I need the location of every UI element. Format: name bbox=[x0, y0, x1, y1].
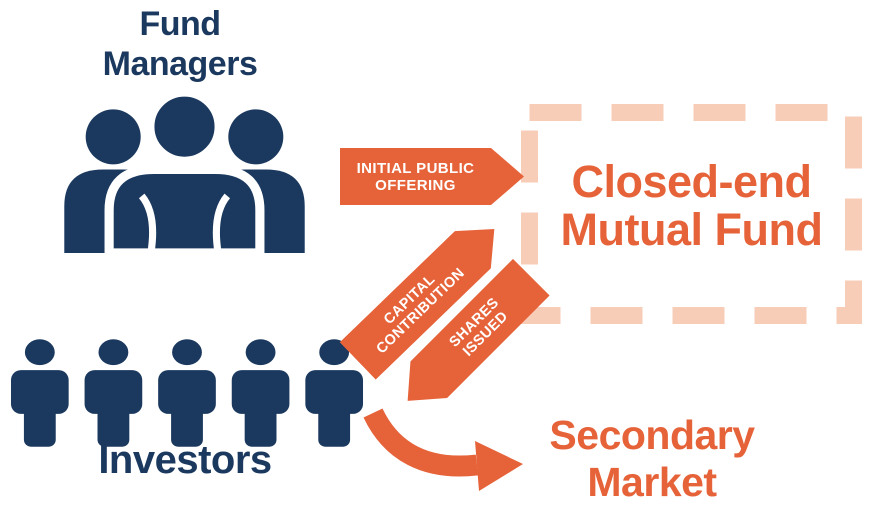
secondary-market-title: Secondary Market bbox=[516, 412, 788, 506]
investors-title-text: Investors bbox=[98, 438, 272, 482]
manager-center-icon bbox=[104, 90, 265, 253]
closed-end-fund-title: Closed-end Mutual Fund bbox=[521, 158, 862, 254]
ipo-arrow-label-line1: INITIAL PUBLIC bbox=[356, 159, 475, 177]
fund-managers-group-icon bbox=[64, 90, 305, 253]
investors-title: Investors bbox=[35, 438, 335, 482]
curved-arrow-to-secondary-market-icon bbox=[363, 408, 523, 491]
ipo-arrow-label-line2: OFFERING bbox=[375, 176, 456, 194]
fund-managers-title-line2: Managers bbox=[102, 45, 258, 83]
closed-end-fund-dashed-box bbox=[521, 104, 862, 324]
investor-icon bbox=[158, 339, 216, 447]
closed-end-fund-title-line2: Mutual Fund bbox=[560, 204, 823, 255]
investors-row-icon bbox=[10, 339, 364, 447]
investor-icon bbox=[84, 339, 143, 447]
fund-managers-title: Fund Managers bbox=[40, 4, 320, 84]
investor-icon bbox=[231, 339, 290, 447]
fund-managers-title-line1: Fund bbox=[139, 5, 221, 43]
closed-end-fund-title-line1: Closed-end bbox=[571, 156, 812, 207]
secondary-market-title-line1: Secondary bbox=[549, 412, 755, 458]
secondary-market-title-line2: Market bbox=[587, 459, 717, 505]
investor-icon bbox=[10, 339, 69, 447]
initial-public-offering-arrow: INITIAL PUBLIC OFFERING bbox=[340, 148, 524, 205]
investor-icon bbox=[305, 339, 364, 447]
